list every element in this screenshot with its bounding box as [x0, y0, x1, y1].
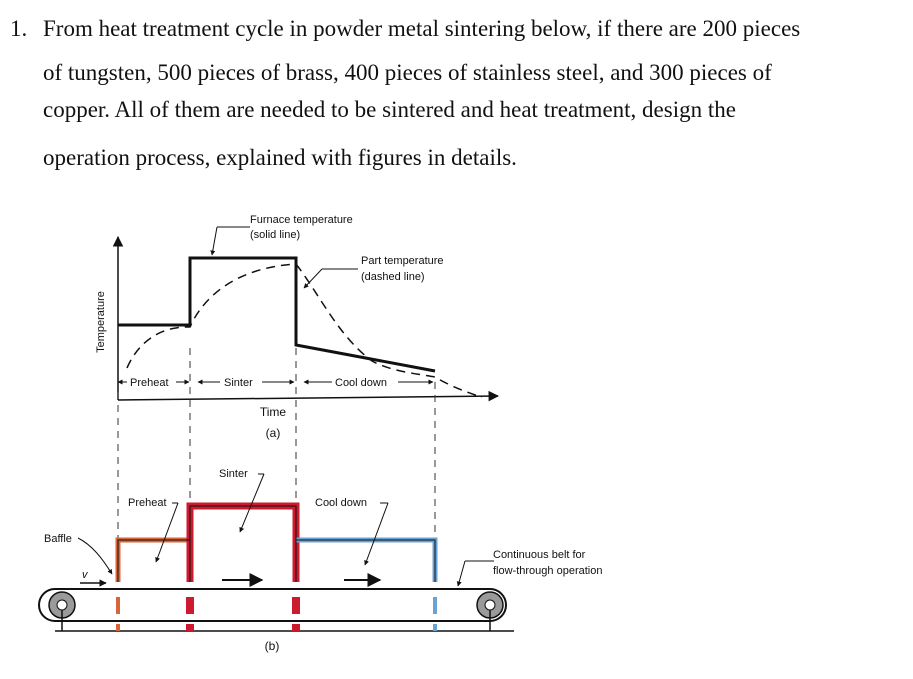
- preheat-zone: [115, 537, 190, 582]
- sinter-zone: [186, 502, 300, 582]
- y-axis-label: Temperature: [95, 291, 107, 353]
- question-block: 1. From heat treatment cycle in powder m…: [0, 0, 913, 200]
- furnace-label-line1: Furnace temperature: [250, 214, 353, 226]
- belt-label-line2: flow-through operation: [493, 565, 602, 577]
- velocity-label: v: [82, 569, 89, 581]
- question-line-3: copper. All of them are needed to be sin…: [43, 97, 736, 122]
- schematic-cooldown-label: Cool down: [315, 497, 367, 509]
- question-line-1: From heat treatment cycle in powder meta…: [43, 16, 801, 41]
- belt-label-line1: Continuous belt for: [493, 549, 586, 561]
- temperature-time-graph: Temperature Furnace temperature (solid l…: [95, 214, 500, 440]
- stage-markers: Preheat Sinter Cool down: [117, 377, 434, 389]
- part-temperature-line: [126, 263, 483, 398]
- baffle-label: Baffle: [44, 533, 72, 545]
- stage-sinter-label: Sinter: [224, 377, 253, 389]
- left-roller: [48, 591, 76, 631]
- part-label-line2: (dashed line): [361, 271, 425, 283]
- furnace-schematic: Preheat Sinter Cool down Baffle v: [38, 468, 602, 653]
- schematic-sinter-label: Sinter: [219, 468, 248, 480]
- caption-a: (a): [266, 426, 281, 440]
- x-axis: [117, 390, 500, 402]
- caption-b: (b): [265, 639, 280, 653]
- stage-preheat-label: Preheat: [130, 377, 169, 389]
- question-line-2: of tungsten, 500 pieces of brass, 400 pi…: [43, 60, 772, 85]
- question-line-4: operation process, explained with figure…: [43, 145, 517, 170]
- part-label-line1: Part temperature: [361, 255, 444, 267]
- furnace-temperature-line: [118, 256, 436, 373]
- stage-cooldown-label: Cool down: [335, 377, 387, 389]
- cooldown-zone: [296, 537, 438, 582]
- schematic-preheat-label: Preheat: [128, 497, 167, 509]
- x-axis-label: Time: [260, 405, 287, 419]
- right-roller: [476, 591, 504, 631]
- sintering-figure: Temperature Furnace temperature (solid l…: [38, 214, 602, 653]
- question-number: 1.: [10, 16, 28, 41]
- furnace-label-line2: (solid line): [250, 229, 300, 241]
- zone-bottom-walls: [116, 597, 437, 631]
